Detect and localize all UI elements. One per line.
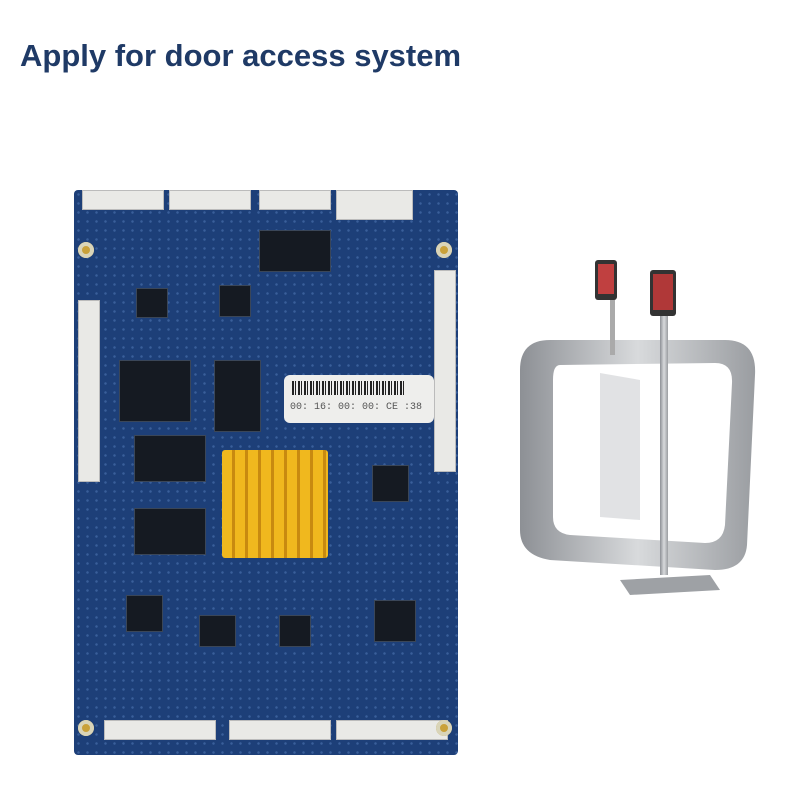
connector [434, 270, 456, 472]
chip [259, 230, 331, 272]
page-title: Apply for door access system [20, 38, 462, 73]
mounting-hole [436, 720, 452, 736]
circuit-board-image: 00: 16: 00: 00: CE :38 [74, 190, 458, 755]
connector [336, 190, 413, 220]
chip [279, 615, 311, 647]
turnstile-gate-image [520, 260, 756, 595]
chip [136, 288, 168, 318]
mounting-hole [436, 242, 452, 258]
chip [119, 360, 191, 422]
chip [214, 360, 261, 432]
chip [372, 465, 409, 502]
mounting-hole [78, 242, 94, 258]
connector [229, 720, 331, 740]
heatsink [222, 450, 328, 558]
connector [78, 300, 100, 482]
chip [126, 595, 163, 632]
chip [134, 508, 206, 555]
mounting-hole [78, 720, 94, 736]
barcode [292, 381, 404, 395]
chip [374, 600, 416, 642]
connector [82, 190, 164, 210]
connector [169, 190, 251, 210]
mac-address-text: 00: 16: 00: 00: CE :38 [290, 402, 423, 413]
chip [199, 615, 236, 647]
chip [219, 285, 251, 317]
connector [259, 190, 331, 210]
connector [104, 720, 216, 740]
chip [134, 435, 206, 482]
connector [336, 720, 448, 740]
mac-address-sticker: 00: 16: 00: 00: CE :38 [284, 375, 434, 423]
